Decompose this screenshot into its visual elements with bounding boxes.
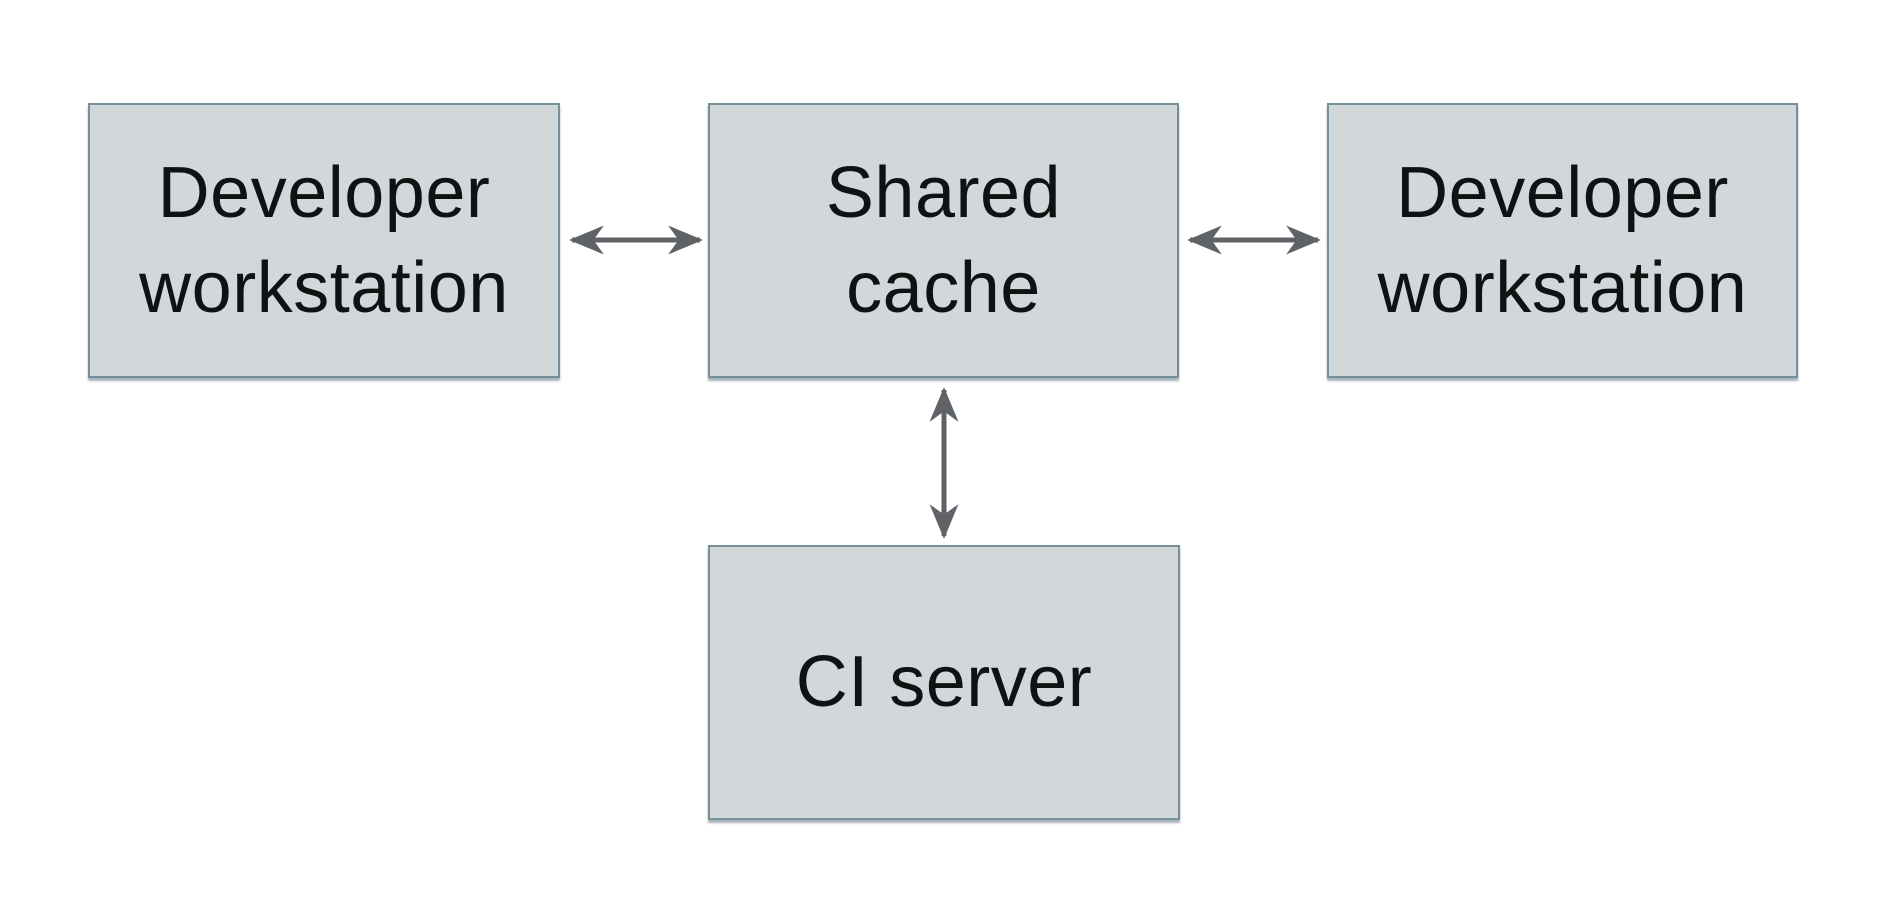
node-label-line: CI server (795, 642, 1093, 722)
node-label-line: cache (846, 247, 1041, 328)
node-label-line: Shared (825, 152, 1062, 233)
node-label-line: Developer (157, 152, 491, 233)
node-developer-workstation-left: Developer workstation (88, 103, 560, 378)
node-label-line: Developer (1396, 152, 1729, 233)
node-ci-server: CI server (708, 545, 1180, 820)
node-label-line: workstation (1377, 247, 1748, 328)
node-developer-workstation-right: Developer workstation (1327, 103, 1798, 378)
node-shared-cache: Shared cache (708, 103, 1179, 378)
node-label-line: workstation (139, 247, 509, 328)
